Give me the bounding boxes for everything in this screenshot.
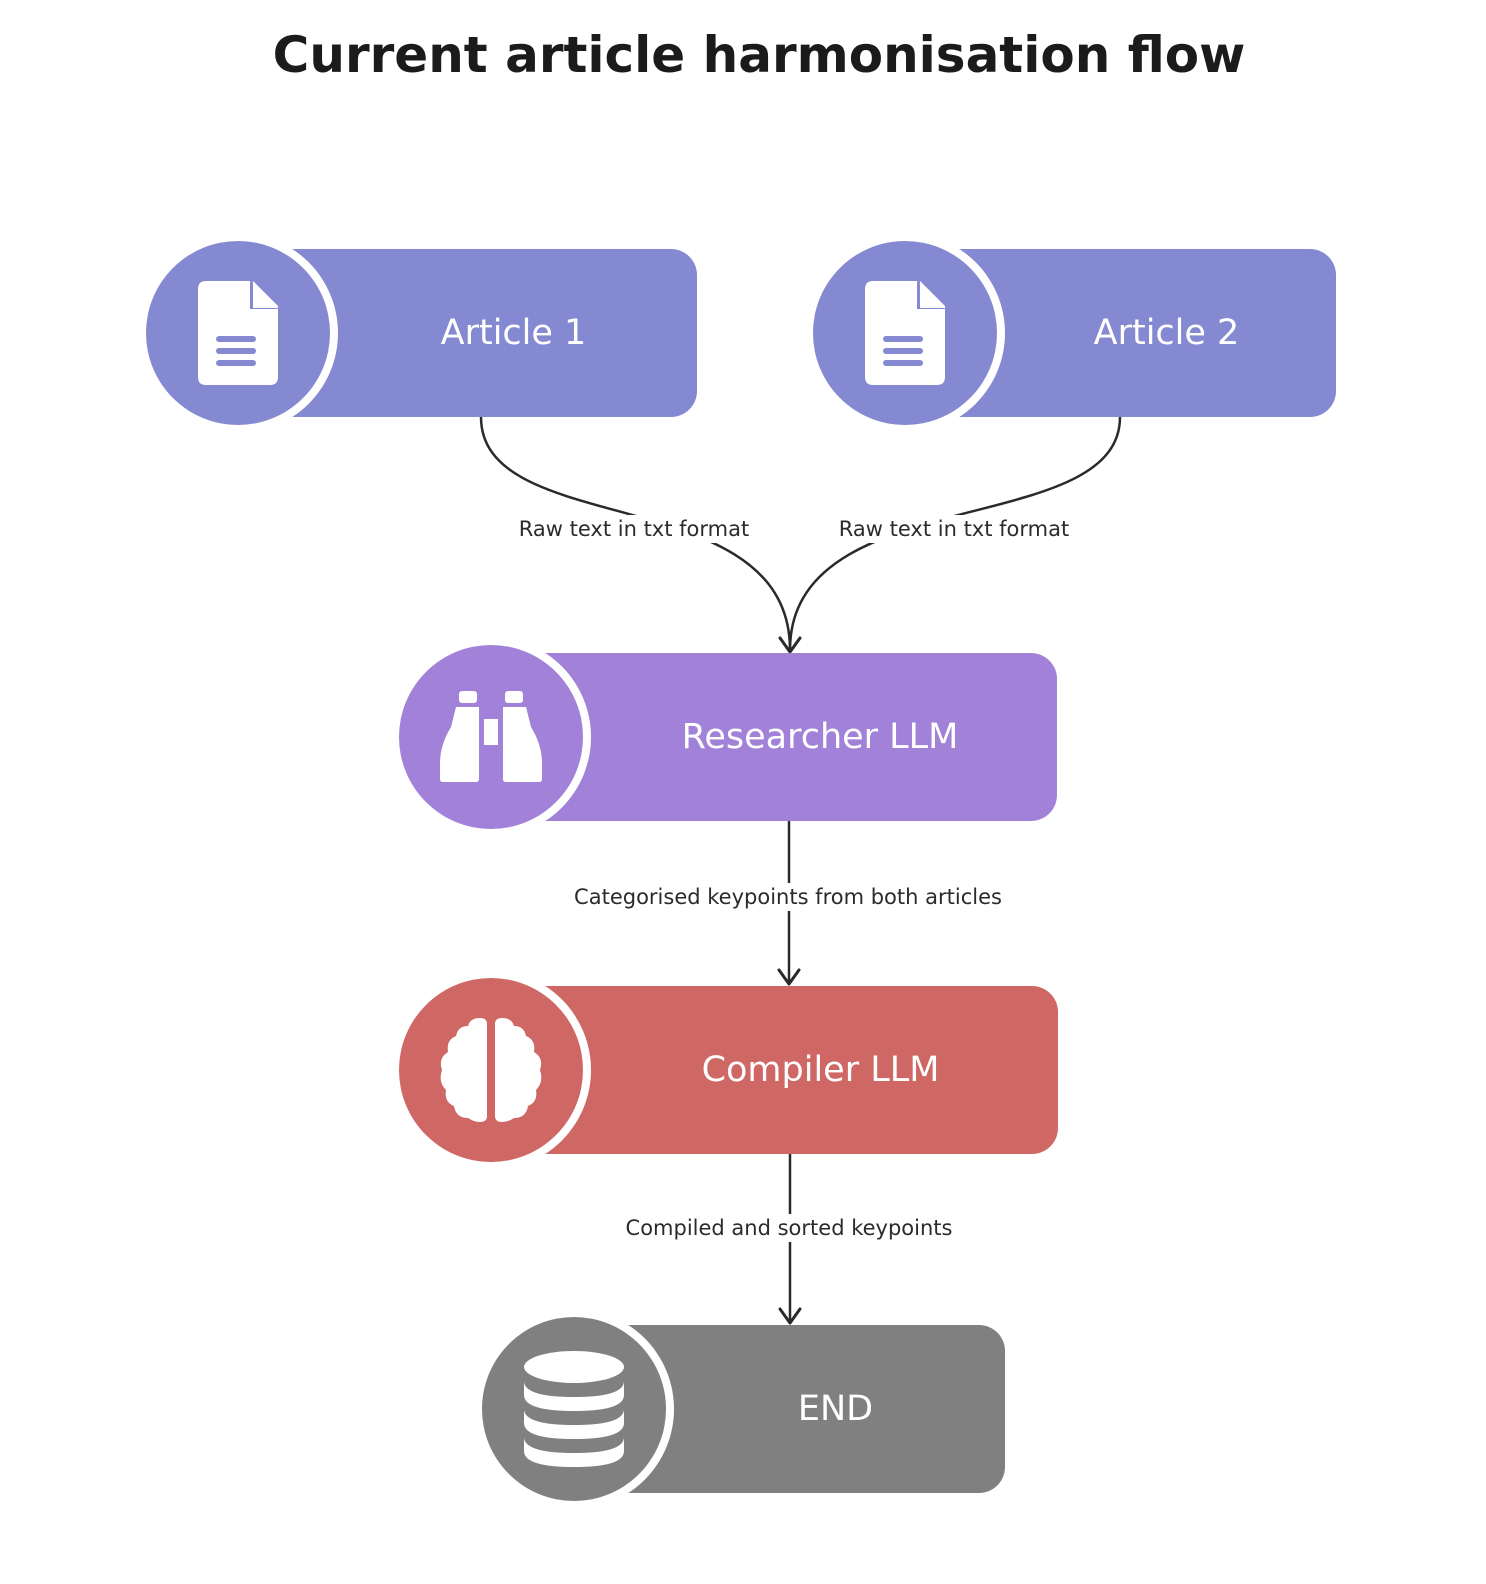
compiler-label: Compiler LLM: [701, 1050, 940, 1090]
article-2-pill: [933, 249, 1336, 417]
researcher-pill: [519, 653, 1057, 821]
edge-label-article1: Raw text in txt format: [514, 515, 754, 543]
node-end: END: [482, 1317, 1005, 1501]
compiler-pill: [519, 986, 1058, 1154]
article-2-label: Article 2: [1093, 313, 1240, 353]
binoculars-icon: [399, 645, 583, 829]
edge-label-article2: Raw text in txt format: [834, 515, 1074, 543]
node-article-1: Article 1: [146, 241, 697, 425]
article-1-pill: [266, 249, 697, 417]
end-label: END: [797, 1389, 874, 1429]
node-researcher-llm: Researcher LLM: [399, 645, 1057, 829]
end-pill: [602, 1325, 1005, 1493]
database-icon: [482, 1317, 666, 1501]
edge-label-researcher-to-compiler: Categorised keypoints from both articles: [570, 883, 1006, 911]
brain-icon: [399, 978, 583, 1162]
article-1-label: Article 1: [440, 313, 587, 353]
node-article-2: Article 2: [813, 241, 1336, 425]
researcher-label: Researcher LLM: [681, 717, 959, 757]
node-compiler-llm: Compiler LLM: [399, 978, 1058, 1162]
document-icon: [146, 241, 330, 425]
document-icon: [813, 241, 997, 425]
edge-label-compiler-to-end: Compiled and sorted keypoints: [621, 1214, 957, 1242]
diagram-title: Current article harmonisation flow: [272, 26, 1246, 84]
